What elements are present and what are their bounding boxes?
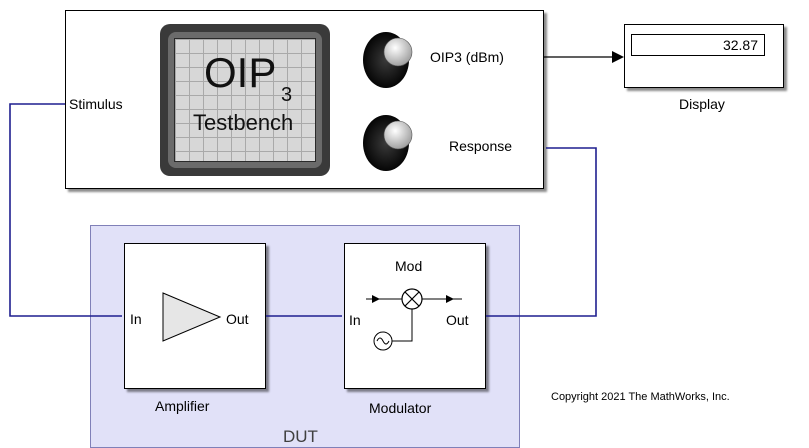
- modulator-block[interactable]: [344, 243, 486, 389]
- amplifier-triangle-icon: [162, 292, 222, 342]
- modulator-in-port-label: In: [349, 312, 361, 328]
- stimulus-signal-line[interactable]: [9, 103, 122, 317]
- testbench-title: OIP: [204, 49, 277, 96]
- oscillator-icon: [373, 331, 393, 351]
- mixer-icon: [366, 288, 462, 342]
- response-signal-line[interactable]: [486, 147, 597, 317]
- testbench-title-subscript: 3: [281, 84, 293, 106]
- scope-screen: [174, 38, 316, 162]
- copyright-notice: Copyright 2021 The MathWorks, Inc.: [551, 391, 730, 403]
- stimulus-port-label: Stimulus: [69, 96, 123, 112]
- display-label: Display: [679, 96, 725, 112]
- amplifier-in-port-label: In: [130, 311, 142, 327]
- modulator-out-port-label: Out: [446, 312, 469, 328]
- testbench-scope-icon: OIP 3 Testbench: [160, 24, 330, 176]
- knob-bottom-icon: [363, 115, 413, 171]
- knob-top-icon: [363, 32, 413, 88]
- response-port-label: Response: [449, 138, 513, 154]
- oip3-port-label: OIP3 (dBm): [430, 49, 504, 65]
- dut-label: DUT: [283, 427, 318, 446]
- amplifier-out-port-label: Out: [226, 311, 249, 327]
- display-value: 32.87: [631, 34, 765, 56]
- testbench-subtitle: Testbench: [193, 110, 294, 135]
- display-input-arrow: [612, 51, 624, 63]
- amplifier-label: Amplifier: [155, 398, 210, 414]
- modulator-label: Modulator: [369, 400, 432, 416]
- modulator-title: Mod: [395, 258, 423, 274]
